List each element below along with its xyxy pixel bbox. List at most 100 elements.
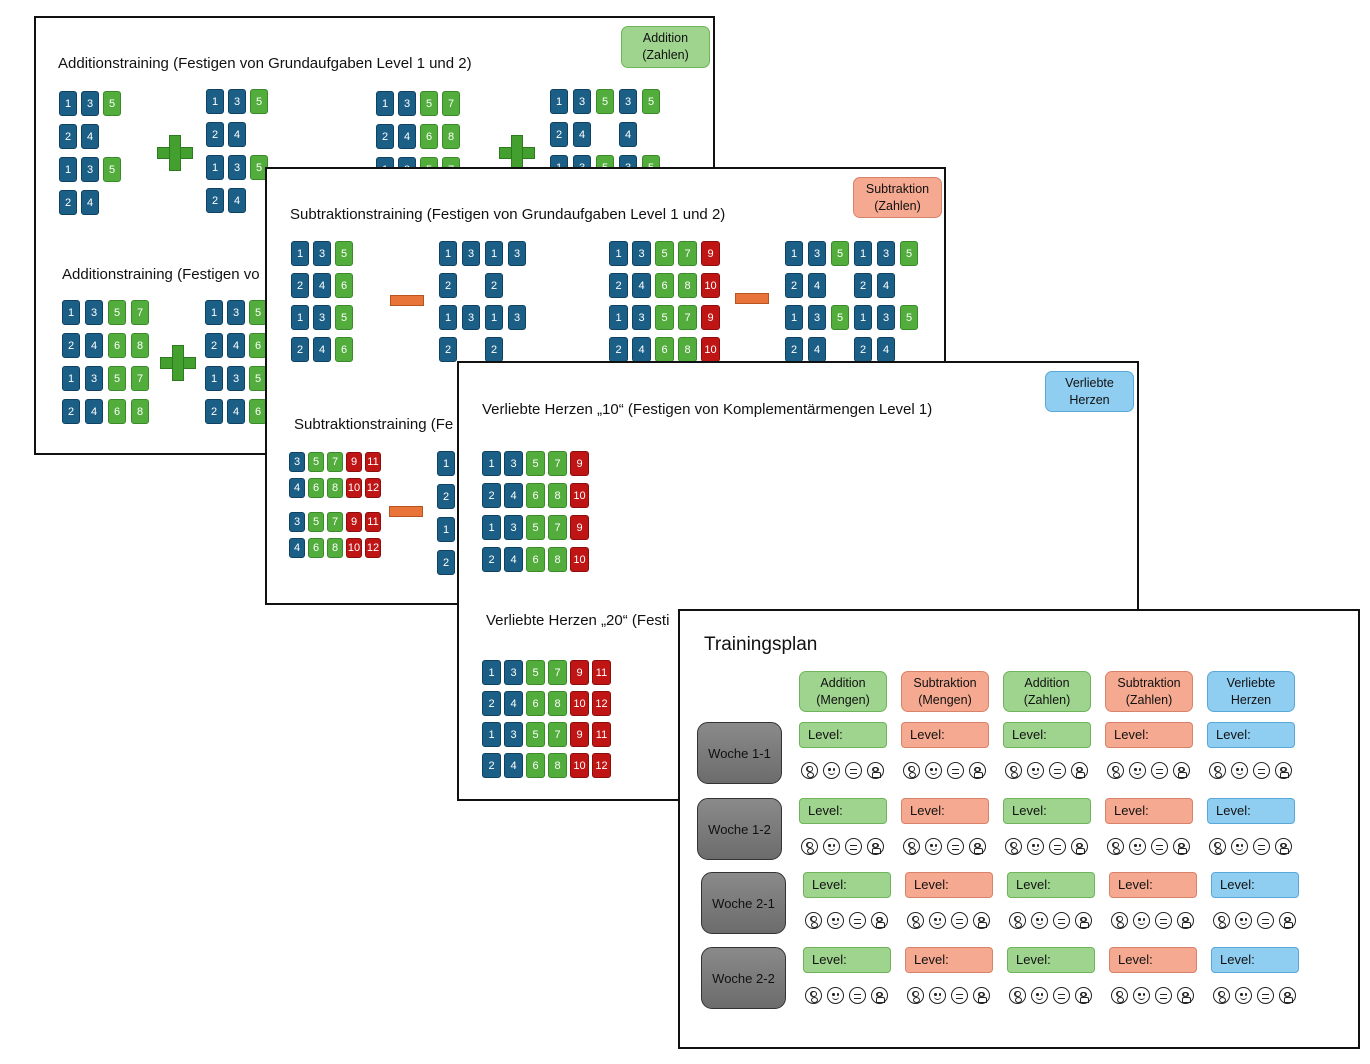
wow-face-icon[interactable] (1009, 912, 1026, 929)
level-field[interactable]: Level: (901, 722, 989, 748)
sad-face-icon[interactable] (871, 987, 888, 1004)
neutral-face-icon[interactable] (951, 987, 968, 1004)
level-field[interactable]: Level: (1105, 722, 1193, 748)
wow-face-icon[interactable] (1213, 987, 1230, 1004)
neutral-face-icon[interactable] (1053, 987, 1070, 1004)
sad-face-icon[interactable] (973, 912, 990, 929)
happy-face-icon[interactable] (1133, 912, 1150, 929)
neutral-face-icon[interactable] (1257, 987, 1274, 1004)
wow-face-icon[interactable] (1209, 762, 1226, 779)
neutral-face-icon[interactable] (1155, 912, 1172, 929)
neutral-face-icon[interactable] (1049, 838, 1066, 855)
happy-face-icon[interactable] (1231, 762, 1248, 779)
wow-face-icon[interactable] (907, 987, 924, 1004)
wow-face-icon[interactable] (1111, 987, 1128, 1004)
neutral-face-icon[interactable] (1253, 762, 1270, 779)
level-field[interactable]: Level: (901, 798, 989, 824)
neutral-face-icon[interactable] (1253, 838, 1270, 855)
wow-face-icon[interactable] (1005, 838, 1022, 855)
sad-face-icon[interactable] (973, 987, 990, 1004)
sad-face-icon[interactable] (871, 912, 888, 929)
neutral-face-icon[interactable] (1053, 912, 1070, 929)
sad-face-icon[interactable] (1279, 912, 1296, 929)
sad-face-icon[interactable] (1071, 762, 1088, 779)
neutral-face-icon[interactable] (1155, 987, 1172, 1004)
sad-face-icon[interactable] (1177, 912, 1194, 929)
neutral-face-icon[interactable] (1257, 912, 1274, 929)
wow-face-icon[interactable] (1209, 838, 1226, 855)
neutral-face-icon[interactable] (849, 987, 866, 1004)
happy-face-icon[interactable] (1129, 762, 1146, 779)
neutral-face-icon[interactable] (845, 838, 862, 855)
happy-face-icon[interactable] (1027, 762, 1044, 779)
level-field[interactable]: Level: (1211, 872, 1299, 898)
sad-face-icon[interactable] (867, 838, 884, 855)
level-field[interactable]: Level: (1207, 798, 1295, 824)
wow-face-icon[interactable] (1107, 762, 1124, 779)
sad-face-icon[interactable] (969, 762, 986, 779)
neutral-face-icon[interactable] (947, 838, 964, 855)
wow-face-icon[interactable] (801, 762, 818, 779)
sad-face-icon[interactable] (1173, 762, 1190, 779)
wow-face-icon[interactable] (805, 987, 822, 1004)
happy-face-icon[interactable] (1231, 838, 1248, 855)
sad-face-icon[interactable] (1075, 987, 1092, 1004)
level-field[interactable]: Level: (1007, 872, 1095, 898)
sad-face-icon[interactable] (1177, 987, 1194, 1004)
happy-face-icon[interactable] (929, 987, 946, 1004)
neutral-face-icon[interactable] (845, 762, 862, 779)
wow-face-icon[interactable] (903, 838, 920, 855)
level-field[interactable]: Level: (803, 947, 891, 973)
sad-face-icon[interactable] (1075, 912, 1092, 929)
neutral-face-icon[interactable] (1151, 838, 1168, 855)
neutral-face-icon[interactable] (1049, 762, 1066, 779)
level-field[interactable]: Level: (799, 798, 887, 824)
happy-face-icon[interactable] (827, 987, 844, 1004)
neutral-face-icon[interactable] (947, 762, 964, 779)
sad-face-icon[interactable] (969, 838, 986, 855)
happy-face-icon[interactable] (1031, 912, 1048, 929)
level-field[interactable]: Level: (1003, 722, 1091, 748)
happy-face-icon[interactable] (1235, 912, 1252, 929)
wow-face-icon[interactable] (1107, 838, 1124, 855)
happy-face-icon[interactable] (823, 838, 840, 855)
wow-face-icon[interactable] (1009, 987, 1026, 1004)
level-field[interactable]: Level: (1211, 947, 1299, 973)
level-field[interactable]: Level: (1007, 947, 1095, 973)
level-field[interactable]: Level: (1109, 872, 1197, 898)
level-field[interactable]: Level: (905, 947, 993, 973)
happy-face-icon[interactable] (925, 762, 942, 779)
happy-face-icon[interactable] (1133, 987, 1150, 1004)
happy-face-icon[interactable] (1027, 838, 1044, 855)
sad-face-icon[interactable] (1071, 838, 1088, 855)
happy-face-icon[interactable] (827, 912, 844, 929)
happy-face-icon[interactable] (1129, 838, 1146, 855)
wow-face-icon[interactable] (1111, 912, 1128, 929)
neutral-face-icon[interactable] (951, 912, 968, 929)
sad-face-icon[interactable] (1275, 762, 1292, 779)
sad-face-icon[interactable] (867, 762, 884, 779)
level-field[interactable]: Level: (1105, 798, 1193, 824)
wow-face-icon[interactable] (1213, 912, 1230, 929)
level-field[interactable]: Level: (905, 872, 993, 898)
happy-face-icon[interactable] (1031, 987, 1048, 1004)
level-field[interactable]: Level: (799, 722, 887, 748)
neutral-face-icon[interactable] (849, 912, 866, 929)
neutral-face-icon[interactable] (1151, 762, 1168, 779)
sad-face-icon[interactable] (1279, 987, 1296, 1004)
sad-face-icon[interactable] (1173, 838, 1190, 855)
wow-face-icon[interactable] (801, 838, 818, 855)
wow-face-icon[interactable] (805, 912, 822, 929)
wow-face-icon[interactable] (903, 762, 920, 779)
happy-face-icon[interactable] (1235, 987, 1252, 1004)
wow-face-icon[interactable] (907, 912, 924, 929)
level-field[interactable]: Level: (1003, 798, 1091, 824)
level-field[interactable]: Level: (1109, 947, 1197, 973)
wow-face-icon[interactable] (1005, 762, 1022, 779)
sad-face-icon[interactable] (1275, 838, 1292, 855)
happy-face-icon[interactable] (823, 762, 840, 779)
happy-face-icon[interactable] (929, 912, 946, 929)
level-field[interactable]: Level: (1207, 722, 1295, 748)
level-field[interactable]: Level: (803, 872, 891, 898)
happy-face-icon[interactable] (925, 838, 942, 855)
